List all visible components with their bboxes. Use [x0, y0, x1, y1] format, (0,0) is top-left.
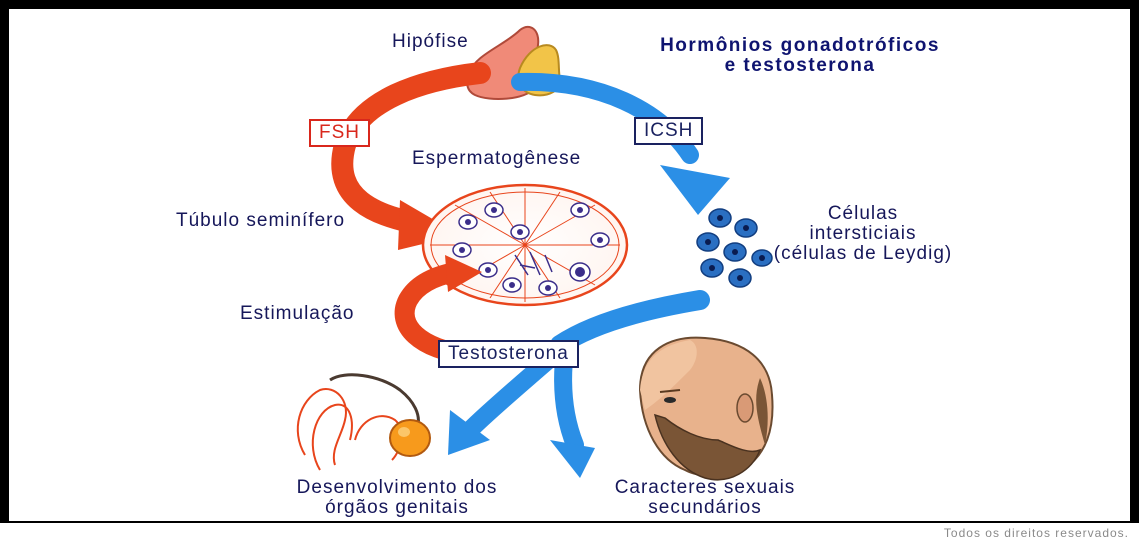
genital-organs-icon [298, 375, 430, 470]
title-line-1: Hormônios gonadotróficos [610, 36, 990, 56]
fsh-label: FSH [309, 119, 370, 147]
seminiferous-tubule-label: Túbulo seminífero [176, 210, 345, 232]
leydig-line-2: intersticiais [748, 224, 978, 244]
bearded-man-icon [640, 338, 773, 480]
title-line-2: e testosterona [610, 56, 990, 76]
testosterone-label: Testosterona [438, 340, 579, 368]
genital-line-1: Desenvolvimento dos [262, 478, 532, 498]
icsh-label: ICSH [634, 117, 703, 145]
leydig-line-3: (células de Leydig) [748, 244, 978, 264]
stimulation-label: Estimulação [240, 303, 355, 325]
secondary-line-1: Caracteres sexuais [580, 478, 830, 498]
leydig-line-1: Células [748, 204, 978, 224]
secondary-line-2: secundários [580, 498, 830, 518]
leydig-cells-label: Células intersticiais (células de Leydig… [748, 204, 978, 264]
secondary-characters-label: Caracteres sexuais secundários [580, 478, 830, 518]
genital-development-label: Desenvolvimento dos órgãos genitais [262, 478, 532, 518]
pituitary-label: Hipófise [392, 31, 469, 53]
diagram-title: Hormônios gonadotróficos e testosterona [610, 36, 990, 76]
genital-line-2: órgãos genitais [262, 498, 532, 518]
spermatogenesis-label: Espermatogênese [412, 148, 581, 170]
copyright-notice: Todos os direitos reservados. [944, 526, 1129, 540]
